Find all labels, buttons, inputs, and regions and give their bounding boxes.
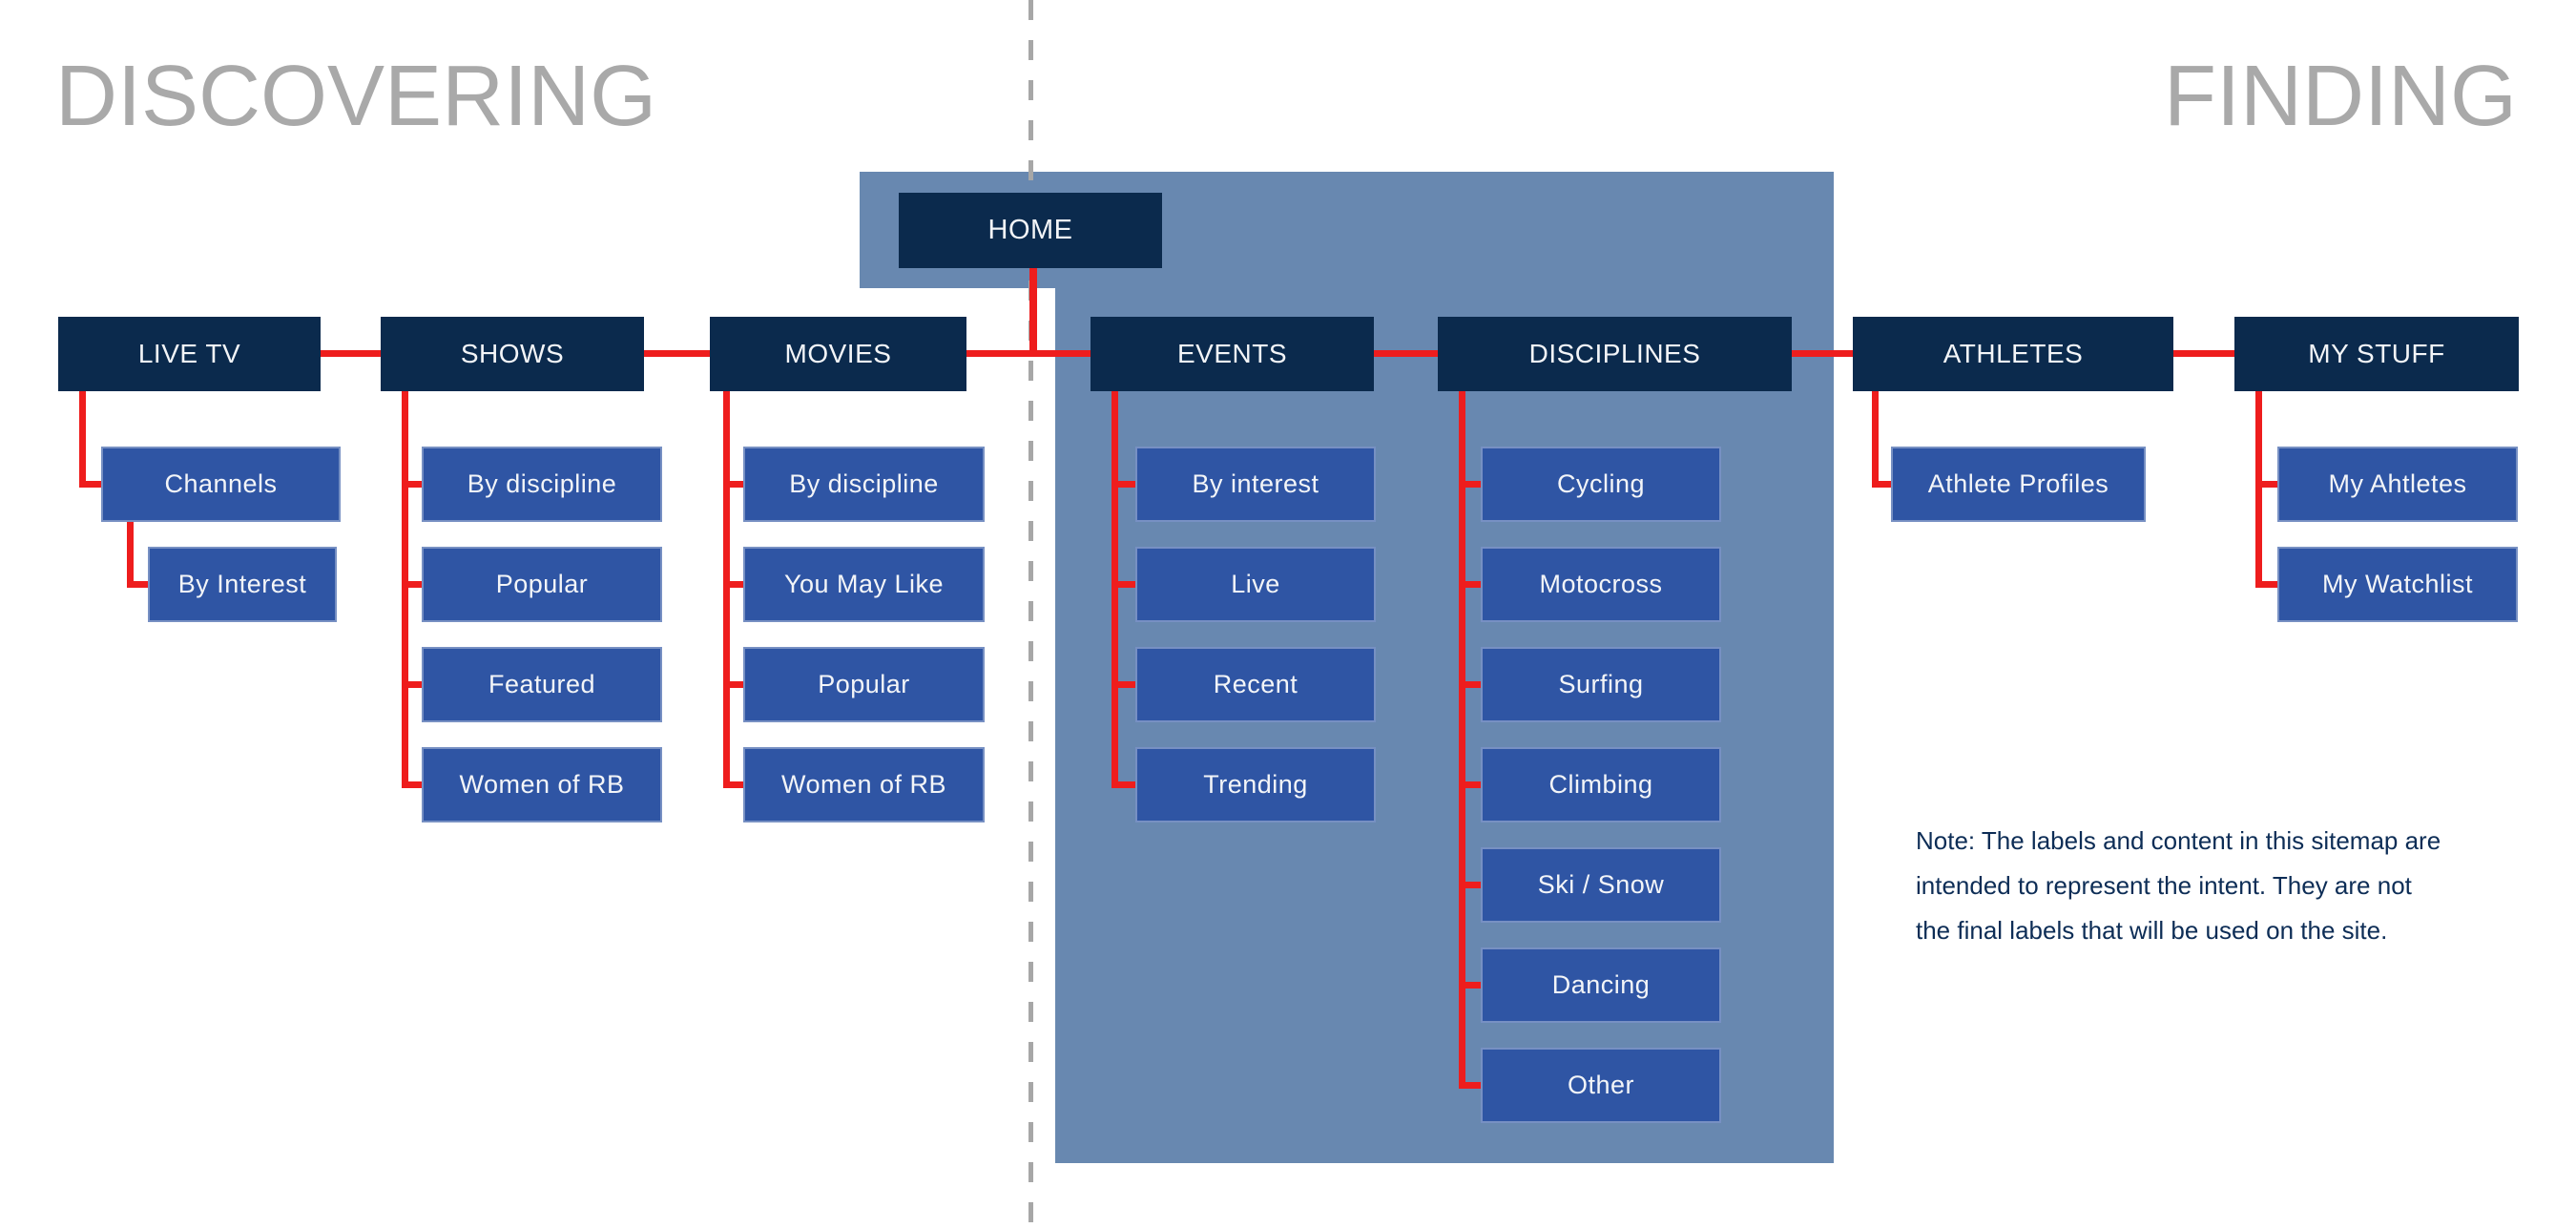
home-vertical-connector bbox=[1029, 268, 1037, 357]
node-home: HOME bbox=[899, 193, 1162, 268]
connector-mystuff-vline bbox=[2255, 391, 2262, 588]
connector-disciplines-stub7 bbox=[1459, 1082, 1481, 1089]
node-shows-popular: Popular bbox=[422, 547, 662, 622]
node-my-watchlist: My Watchlist bbox=[2277, 547, 2518, 622]
node-athlete-profiles: Athlete Profiles bbox=[1891, 447, 2146, 522]
node-shows: SHOWS bbox=[381, 317, 644, 391]
node-channels: Channels bbox=[101, 447, 341, 522]
note-line-2: intended to represent the intent. They a… bbox=[1916, 871, 2412, 900]
node-live-tv: LIVE TV bbox=[58, 317, 321, 391]
node-shows-women-of-rb: Women of RB bbox=[422, 747, 662, 822]
connector-athletes-stub1 bbox=[1872, 481, 1891, 488]
node-disciplines-other: Other bbox=[1481, 1048, 1721, 1123]
connector-shows-stub2 bbox=[402, 581, 422, 588]
node-movies-you-may-like: You May Like bbox=[743, 547, 985, 622]
connector-athletes-vline bbox=[1872, 391, 1879, 488]
node-disciplines-surfing: Surfing bbox=[1481, 647, 1721, 722]
node-disciplines: DISCIPLINES bbox=[1438, 317, 1792, 391]
connector-disciplines-stub1 bbox=[1459, 481, 1481, 488]
node-disciplines-cycling: Cycling bbox=[1481, 447, 1721, 522]
node-shows-featured: Featured bbox=[422, 647, 662, 722]
connector-movies-vline bbox=[723, 391, 730, 788]
node-events-by-interest: By interest bbox=[1135, 447, 1376, 522]
node-movies-women-of-rb: Women of RB bbox=[743, 747, 985, 822]
node-movies-popular: Popular bbox=[743, 647, 985, 722]
connector-disciplines-vline bbox=[1459, 391, 1465, 1089]
connector-disciplines-stub2 bbox=[1459, 581, 1481, 588]
section-title-discovering: DISCOVERING bbox=[55, 49, 657, 144]
node-disciplines-ski-snow: Ski / Snow bbox=[1481, 847, 1721, 923]
node-events: EVENTS bbox=[1091, 317, 1374, 391]
connector-shows-vline bbox=[402, 391, 408, 788]
note-line-3: the final labels that will be used on th… bbox=[1916, 916, 2388, 945]
connector-events-stub4 bbox=[1111, 781, 1135, 788]
section-title-finding: FINDING bbox=[2164, 49, 2517, 144]
connector-events-stub2 bbox=[1111, 581, 1135, 588]
node-disciplines-motocross: Motocross bbox=[1481, 547, 1721, 622]
connector-mystuff-stub1 bbox=[2255, 481, 2277, 488]
connector-shows-stub1 bbox=[402, 481, 422, 488]
connector-disciplines-stub5 bbox=[1459, 882, 1481, 888]
node-movies: MOVIES bbox=[710, 317, 966, 391]
node-disciplines-climbing: Climbing bbox=[1481, 747, 1721, 822]
connector-shows-stub4 bbox=[402, 781, 422, 788]
node-events-trending: Trending bbox=[1135, 747, 1376, 822]
node-my-athletes: My Ahtletes bbox=[2277, 447, 2518, 522]
note-line-1: Note: The labels and content in this sit… bbox=[1916, 826, 2441, 855]
divider-dashed-line bbox=[1028, 0, 1033, 1228]
connector-movies-stub2 bbox=[723, 581, 743, 588]
connector-events-vline bbox=[1111, 391, 1118, 788]
node-movies-by-discipline: By discipline bbox=[743, 447, 985, 522]
connector-livetv-stub1 bbox=[79, 481, 101, 488]
connector-livetv-vline bbox=[79, 391, 86, 488]
connector-channels-vline bbox=[127, 522, 134, 588]
connector-events-stub1 bbox=[1111, 481, 1135, 488]
node-events-recent: Recent bbox=[1135, 647, 1376, 722]
node-athletes: ATHLETES bbox=[1853, 317, 2173, 391]
connector-movies-stub1 bbox=[723, 481, 743, 488]
connector-mystuff-stub2 bbox=[2255, 581, 2277, 588]
connector-events-stub3 bbox=[1111, 681, 1135, 688]
connector-disciplines-stub3 bbox=[1459, 681, 1481, 688]
node-my-stuff: MY STUFF bbox=[2234, 317, 2519, 391]
node-disciplines-dancing: Dancing bbox=[1481, 947, 1721, 1023]
sitemap-note: Note: The labels and content in this sit… bbox=[1916, 819, 2441, 953]
connector-disciplines-stub4 bbox=[1459, 781, 1481, 788]
connector-disciplines-stub6 bbox=[1459, 982, 1481, 989]
connector-shows-stub3 bbox=[402, 681, 422, 688]
connector-movies-stub3 bbox=[723, 681, 743, 688]
node-events-live: Live bbox=[1135, 547, 1376, 622]
connector-channels-stub bbox=[127, 581, 148, 588]
connector-movies-stub4 bbox=[723, 781, 743, 788]
node-by-interest-livetv: By Interest bbox=[148, 547, 337, 622]
node-shows-by-discipline: By discipline bbox=[422, 447, 662, 522]
